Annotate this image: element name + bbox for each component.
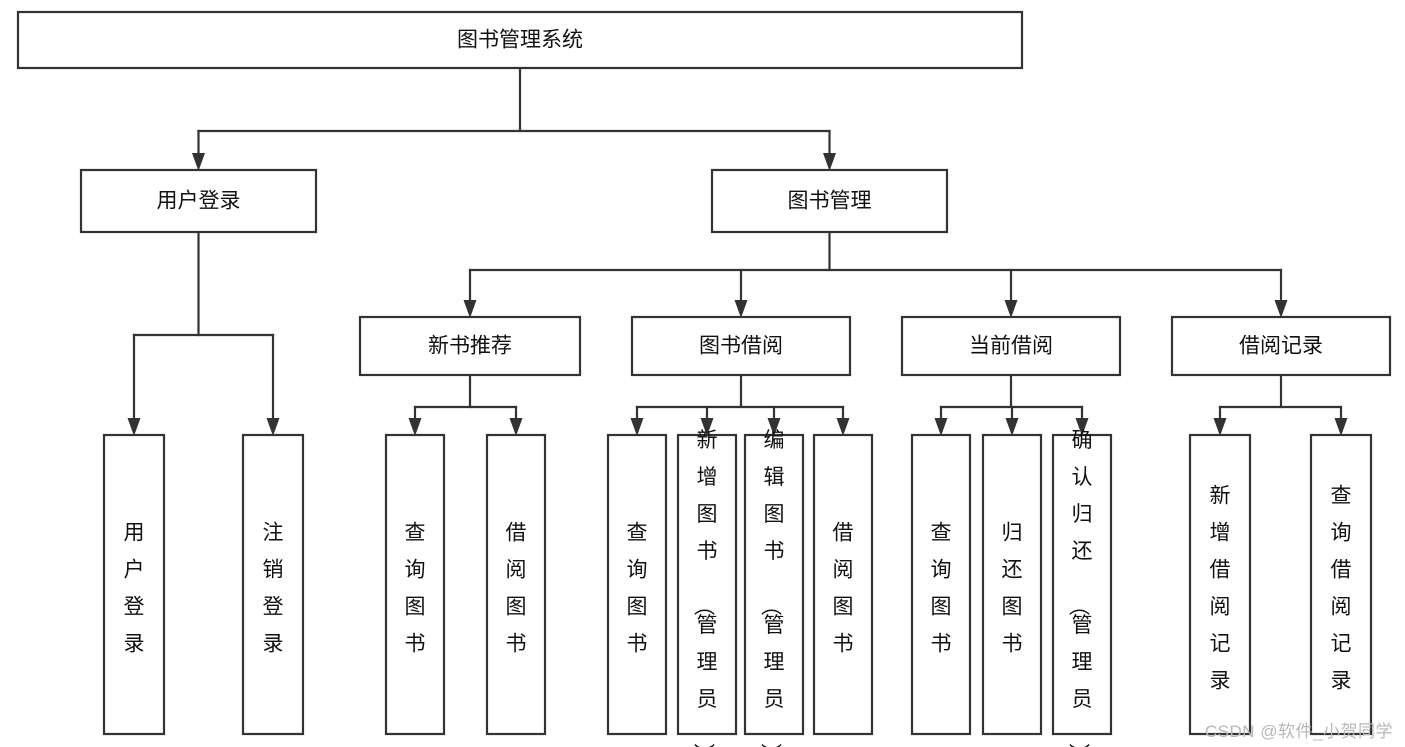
node-box-leaf-logout[interactable] <box>241 433 305 736</box>
node-label-current-borrow: 当前借阅 <box>969 335 1053 358</box>
node-box-leaf-return-book[interactable] <box>981 433 1043 736</box>
node-layer: 图书管理系统用户登录图书管理新书推荐图书借阅当前借阅借阅记录用户登录注销登录查询… <box>16 10 1392 747</box>
node-current-borrow[interactable]: 当前借阅 <box>900 315 1122 377</box>
node-leaf-add-record[interactable]: 新增借阅记录 <box>1188 433 1252 736</box>
node-box-user-login[interactable] <box>79 168 318 234</box>
node-book-borrow[interactable]: 图书借阅 <box>630 315 852 377</box>
node-leaf-add-book[interactable]: 新增图书（管理员） <box>676 429 738 747</box>
connector-current-borrow <box>934 373 1089 436</box>
node-label-leaf-query-record: 查询借阅记录 <box>1331 484 1352 692</box>
connector-layer <box>127 66 1348 436</box>
node-leaf-borrow-book-2[interactable]: 借阅图书 <box>812 433 874 736</box>
node-box-current-borrow[interactable] <box>900 315 1122 377</box>
watermark-text: CSDN @软件_小贺同学 <box>1204 722 1393 741</box>
node-label-leaf-add-book: 新增图书（管理员） <box>692 429 718 747</box>
node-book-manage[interactable]: 图书管理 <box>710 168 949 234</box>
node-leaf-edit-book[interactable]: 编辑图书（管理员） <box>743 429 805 747</box>
node-label-leaf-add-record: 新增借阅记录 <box>1210 484 1231 692</box>
node-box-leaf-query-book-2[interactable] <box>606 433 668 736</box>
node-box-borrow-record[interactable] <box>1170 315 1392 377</box>
node-leaf-query-book-2[interactable]: 查询图书 <box>606 433 668 736</box>
node-label-borrow-record: 借阅记录 <box>1239 335 1323 358</box>
node-label-leaf-borrow-book-1: 借阅图书 <box>506 521 527 655</box>
node-label-book-borrow: 图书借阅 <box>699 335 783 358</box>
node-label-root: 图书管理系统 <box>457 29 583 52</box>
node-leaf-confirm-return[interactable]: 确认归还（管理员） <box>1051 429 1113 747</box>
node-leaf-query-record[interactable]: 查询借阅记录 <box>1309 433 1373 736</box>
node-box-leaf-query-book-3[interactable] <box>910 433 972 736</box>
node-label-new-book-rec: 新书推荐 <box>428 335 512 358</box>
node-box-leaf-query-record[interactable] <box>1309 433 1373 736</box>
node-label-leaf-return-book: 归还图书 <box>1002 521 1023 655</box>
node-label-leaf-user-login: 用户登录 <box>124 521 145 655</box>
connector-root <box>192 66 836 171</box>
node-leaf-query-book-3[interactable]: 查询图书 <box>910 433 972 736</box>
node-new-book-rec[interactable]: 新书推荐 <box>358 315 582 377</box>
connector-new-book-rec <box>408 373 523 436</box>
connector-book-manage <box>463 230 1288 318</box>
connector-borrow-record <box>1213 373 1348 436</box>
node-label-leaf-edit-book: 编辑图书（管理员） <box>759 429 785 747</box>
node-box-leaf-confirm-return[interactable] <box>1051 433 1113 736</box>
connector-user-login <box>127 230 280 436</box>
node-box-leaf-borrow-book-1[interactable] <box>485 433 547 736</box>
node-label-leaf-query-book-1: 查询图书 <box>405 521 426 655</box>
node-label-leaf-logout: 注销登录 <box>263 521 284 655</box>
node-box-leaf-user-login[interactable] <box>102 433 166 736</box>
node-box-book-manage[interactable] <box>710 168 949 234</box>
node-leaf-return-book[interactable]: 归还图书 <box>981 433 1043 736</box>
node-leaf-logout[interactable]: 注销登录 <box>241 433 305 736</box>
node-leaf-query-book-1[interactable]: 查询图书 <box>384 433 446 736</box>
node-user-login[interactable]: 用户登录 <box>79 168 318 234</box>
node-box-leaf-add-book[interactable] <box>676 433 738 736</box>
node-box-leaf-edit-book[interactable] <box>743 433 805 736</box>
node-label-book-manage: 图书管理 <box>788 190 872 213</box>
node-label-leaf-query-book-3: 查询图书 <box>931 521 952 655</box>
node-root[interactable]: 图书管理系统 <box>16 10 1024 70</box>
node-leaf-borrow-book-1[interactable]: 借阅图书 <box>485 433 547 736</box>
node-box-leaf-borrow-book-2[interactable] <box>812 433 874 736</box>
node-label-leaf-confirm-return: 确认归还（管理员） <box>1067 429 1093 747</box>
node-label-user-login: 用户登录 <box>157 190 241 213</box>
node-label-leaf-borrow-book-2: 借阅图书 <box>833 521 854 655</box>
node-borrow-record[interactable]: 借阅记录 <box>1170 315 1392 377</box>
node-label-leaf-query-book-2: 查询图书 <box>627 521 648 655</box>
connector-book-borrow <box>630 373 850 436</box>
node-box-new-book-rec[interactable] <box>358 315 582 377</box>
node-box-leaf-query-book-1[interactable] <box>384 433 446 736</box>
node-box-leaf-add-record[interactable] <box>1188 433 1252 736</box>
node-leaf-user-login[interactable]: 用户登录 <box>102 433 166 736</box>
node-box-book-borrow[interactable] <box>630 315 852 377</box>
node-box-root[interactable] <box>16 10 1024 70</box>
